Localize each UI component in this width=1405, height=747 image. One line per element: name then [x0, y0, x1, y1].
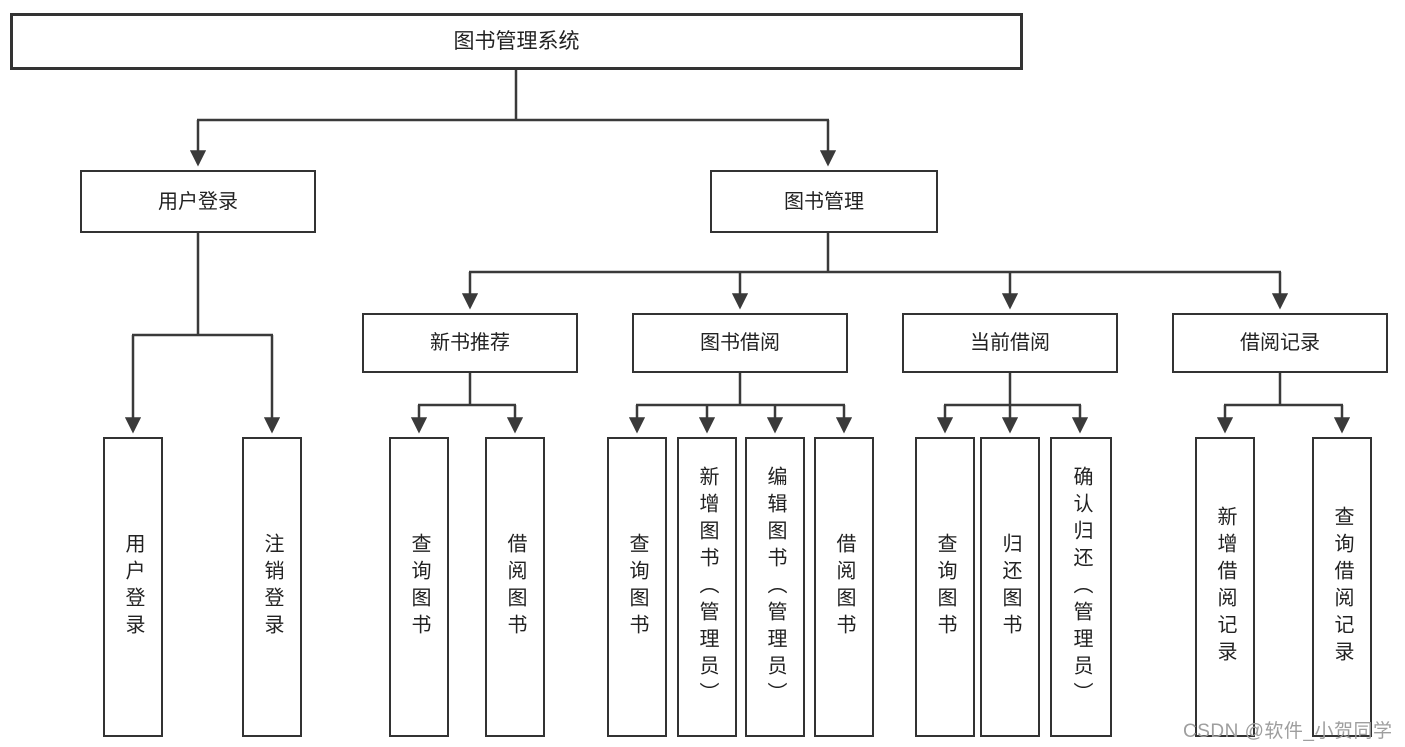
leaf-add-borrow-record: 新增借阅记录 — [1195, 437, 1255, 737]
node-book-management: 图书管理 — [710, 170, 938, 233]
node-root-system: 图书管理系统 — [10, 13, 1023, 70]
leaf-query-books-current: 查询图书 — [915, 437, 975, 737]
leaf-logout: 注销登录 — [242, 437, 302, 737]
leaf-edit-book-admin: 编辑图书（管理员） — [745, 437, 805, 737]
leaf-query-borrow-record: 查询借阅记录 — [1312, 437, 1372, 737]
leaf-query-books-recommend: 查询图书 — [389, 437, 449, 737]
node-new-book-recommend: 新书推荐 — [362, 313, 578, 373]
leaf-return-book: 归还图书 — [980, 437, 1040, 737]
leaf-confirm-return-admin: 确认归还（管理员） — [1050, 437, 1112, 737]
leaf-user-login: 用户登录 — [103, 437, 163, 737]
csdn-watermark: CSDN @软件_小贺同学 — [1183, 721, 1393, 742]
edges-current-borrow — [936, 373, 1089, 434]
leaf-borrow-books: 借阅图书 — [814, 437, 874, 737]
edges-root — [189, 70, 837, 167]
node-user-login-branch: 用户登录 — [80, 170, 316, 233]
leaf-borrow-books-recommend: 借阅图书 — [485, 437, 545, 737]
node-borrow-records: 借阅记录 — [1172, 313, 1388, 373]
edges-book-management — [461, 233, 1289, 310]
leaf-query-books-borrow: 查询图书 — [607, 437, 667, 737]
node-book-borrow: 图书借阅 — [632, 313, 848, 373]
node-current-borrow: 当前借阅 — [902, 313, 1118, 373]
edges-new-book-recommend — [410, 373, 524, 434]
edges-borrow-records — [1216, 373, 1351, 434]
edges-book-borrow — [628, 373, 853, 434]
leaf-add-book-admin: 新增图书（管理员） — [677, 437, 737, 737]
edges-user-login — [124, 233, 281, 434]
